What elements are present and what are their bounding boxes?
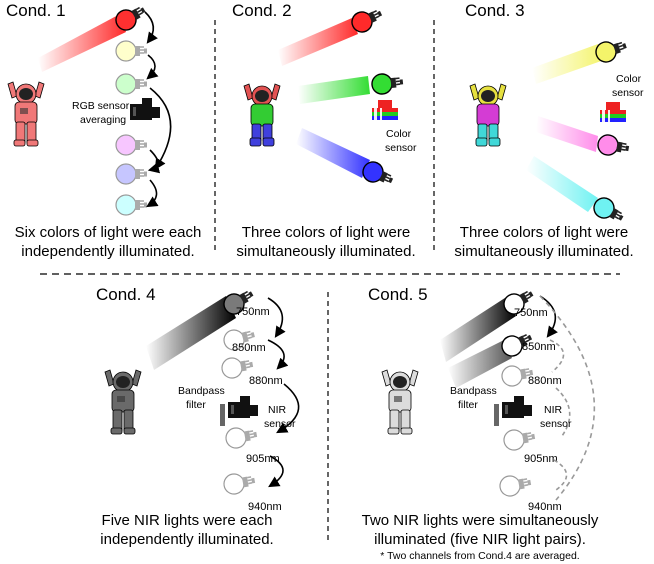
cond4-caption-2: independently illuminated. xyxy=(100,531,273,548)
cond4-arrow-2 xyxy=(267,339,289,370)
cond1-arrow-3 xyxy=(149,87,172,170)
cond2-title: Cond. 2 xyxy=(232,1,292,20)
cond4-camera-icon xyxy=(228,396,258,418)
cond4-bulb-940-icon xyxy=(221,469,258,497)
cond2-caption-1: Three colors of light were xyxy=(242,224,410,241)
cond2-color-sensor-icon xyxy=(372,100,398,120)
cond5-wl-880: 880nm xyxy=(528,375,562,387)
cond5-filter-label-1: Bandpass xyxy=(450,385,497,397)
cond5-beam-850 xyxy=(448,340,512,388)
cond5-bulb-940-icon xyxy=(497,471,534,499)
cond4-arrow-1 xyxy=(267,297,286,338)
cond4-arrow-4 xyxy=(268,455,284,488)
cond5-wl-905: 905nm xyxy=(524,453,558,465)
cond5-filter-label-2: filter xyxy=(458,399,478,411)
cond4-sensor-label-1: NIR xyxy=(268,404,287,416)
cond2-bulb-green-icon xyxy=(370,70,405,98)
cond1-bulb-yellow-icon xyxy=(115,40,148,62)
cond5-arrow-dashed-long xyxy=(539,295,596,501)
cond5-camera-icon xyxy=(502,396,532,418)
cond1-camera-icon xyxy=(130,98,160,120)
cond5-wl-940: 940nm xyxy=(528,501,562,513)
cond2-green-beam xyxy=(298,76,370,104)
cond5-astronaut xyxy=(381,369,419,435)
cond1-astronaut xyxy=(7,81,45,147)
cond1-bulb-green-icon xyxy=(115,73,148,95)
cond1-caption-1: Six colors of light were each xyxy=(15,224,202,241)
cond4-filter-label-1: Bandpass xyxy=(178,385,225,397)
cond1-arrow-2 xyxy=(146,54,159,80)
cond4-title: Cond. 4 xyxy=(96,285,156,304)
cond2-blue-beam xyxy=(296,128,370,178)
cond2-astronaut xyxy=(243,83,281,147)
cond3-bulb-magenta-icon xyxy=(595,132,632,162)
cond1-title: Cond. 1 xyxy=(6,1,66,20)
cond5-wl-850: 850nm xyxy=(522,341,556,353)
cond1-sensor-label-1: RGB sensor xyxy=(72,100,130,112)
cond4-wl-850: 850nm xyxy=(232,342,266,354)
cond3-cyan-beam xyxy=(526,156,598,212)
cond1-bulb-magenta-icon xyxy=(115,134,148,156)
cond3-sensor-label-1: Color xyxy=(616,73,642,85)
cond3-sensor-label-2: sensor xyxy=(612,87,644,99)
cond5-sensor-label-2: sensor xyxy=(540,418,572,430)
cond5-wl-750: 750nm xyxy=(514,307,548,319)
cond5-arrow-dashed-3 xyxy=(553,459,568,491)
cond1-sensor-label-2: averaging xyxy=(80,114,126,126)
cond1-caption-2: independently illuminated. xyxy=(21,243,194,260)
cond5-bulb-905-icon xyxy=(501,425,538,453)
cond3-caption-2: simultaneously illuminated. xyxy=(454,243,633,260)
cond5-arrow-dashed-1 xyxy=(549,339,565,373)
cond5-footnote: * Two channels from Cond.4 are averaged. xyxy=(380,550,579,562)
cond4-sensor-label-2: sensor xyxy=(264,418,296,430)
cond5-bandpass-filter xyxy=(494,404,499,426)
cond5-beam-750 xyxy=(440,296,516,362)
cond4-bandpass-filter xyxy=(220,404,225,426)
panel-cond3: Cond. 3 Color sensor Three colors of lig… xyxy=(454,1,644,260)
cond3-magenta-beam xyxy=(536,116,598,152)
cond1-bulb-cyan-icon xyxy=(115,194,148,216)
cond3-yellow-beam xyxy=(532,44,604,84)
cond4-wl-750: 750nm xyxy=(236,306,270,318)
cond3-title: Cond. 3 xyxy=(465,1,525,20)
cond3-color-sensor-icon xyxy=(600,102,626,122)
cond4-caption-1: Five NIR lights were each xyxy=(102,512,273,529)
cond1-arrow-1 xyxy=(144,11,158,44)
cond4-astronaut xyxy=(104,369,142,435)
panel-cond2: Cond. 2 Color sensor Three colors of lig… xyxy=(232,1,417,260)
cond4-nir-beam xyxy=(146,296,236,370)
cond4-wl-940: 940nm xyxy=(248,501,282,513)
cond2-sensor-label-1: Color xyxy=(386,128,412,140)
cond4-bulb-905-icon xyxy=(223,423,260,451)
cond1-red-beam xyxy=(38,14,126,72)
panel-cond4: Cond. 4 750nm 850nm 880nm 905nm 940nm Ba… xyxy=(96,283,300,548)
cond4-filter-label-2: filter xyxy=(186,399,206,411)
cond5-arrow-solid-1 xyxy=(539,295,558,338)
cond1-bulb-blue-icon xyxy=(115,163,148,185)
cond2-sensor-label-2: sensor xyxy=(385,142,417,154)
cond4-arrow-3 xyxy=(276,383,300,434)
cond1-arrow-4 xyxy=(147,149,161,174)
panel-cond1: Cond. 1 RGB sensor averaging Six colors … xyxy=(6,0,201,260)
cond5-caption-1: Two NIR lights were simultaneously xyxy=(362,512,599,529)
cond1-arrow-5 xyxy=(146,179,159,208)
cond2-red-beam xyxy=(278,18,358,66)
cond2-caption-2: simultaneously illuminated. xyxy=(236,243,415,260)
cond3-caption-1: Three colors of light were xyxy=(460,224,628,241)
cond5-sensor-label-1: NIR xyxy=(544,404,563,416)
cond5-title: Cond. 5 xyxy=(368,285,428,304)
panel-cond5: Cond. 5 750nm 850nm 880nm 905nm 940nm Ba… xyxy=(362,283,599,562)
cond4-wl-880: 880nm xyxy=(249,375,283,387)
cond3-astronaut xyxy=(469,83,507,147)
cond5-caption-2: illuminated (five NIR light pairs). xyxy=(374,531,586,548)
